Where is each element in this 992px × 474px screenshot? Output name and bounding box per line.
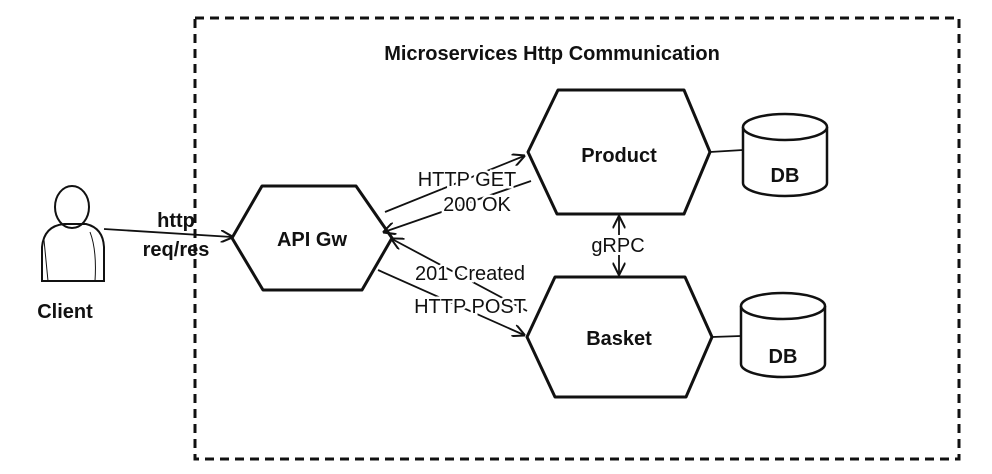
client-label: Client [37, 301, 93, 323]
product-service-label: Product [581, 145, 657, 167]
system-boundary [193, 16, 961, 461]
basket-db-connector [711, 335, 742, 338]
product-db-label: DB [771, 165, 800, 187]
product-db-connector [709, 149, 744, 153]
post-request-label: HTTP POST [414, 296, 526, 318]
grpc-label: gRPC [591, 235, 644, 257]
product-db-icon [741, 112, 829, 198]
gateway-product-arrows [384, 156, 532, 232]
get-request-label: HTTP GET [418, 169, 517, 191]
product-service-node [526, 88, 712, 216]
basket-db-icon [739, 291, 827, 379]
api-gateway-label: API Gw [277, 229, 347, 251]
gateway-basket-arrows [377, 239, 528, 335]
client-link-label-line2: req/res [143, 239, 210, 261]
edge-labels: HTTP GET 200 OK gRPC 201 Created HTTP PO… [412, 167, 648, 321]
client-actor-icon [41, 185, 105, 282]
basket-db-label: DB [769, 346, 798, 368]
api-gateway-node [230, 184, 394, 292]
diagram-title: Microservices Http Communication [384, 43, 720, 65]
basket-service-label: Basket [586, 328, 652, 350]
get-response-label: 200 OK [443, 194, 511, 216]
client-gateway-link [103, 228, 232, 237]
post-response-label: 201 Created [415, 263, 525, 285]
client-link-label-line1: http [157, 210, 195, 232]
